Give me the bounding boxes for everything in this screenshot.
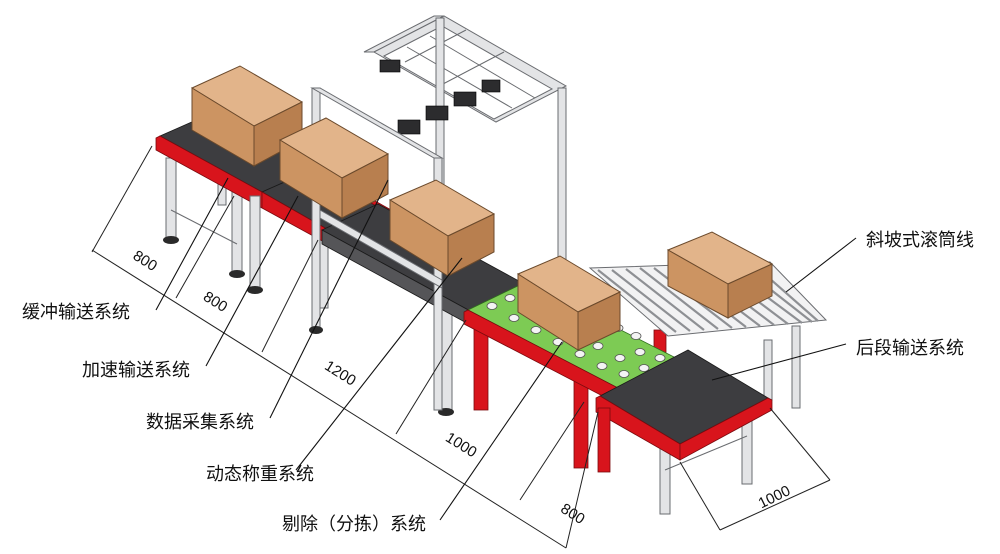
box-5 [666,231,774,319]
label-ramp-roller-line: 斜坡式滚筒线 [866,230,974,251]
data-acquisition-frame-front [309,87,444,411]
dimension-2: 800 [200,288,230,316]
data-acquisition-frame [363,15,568,299]
dimension-5: 800 [558,500,588,528]
label-dynamic-weighing: 动态称重系统 [206,464,314,485]
box-1 [190,65,304,167]
dimension-3: 1200 [321,357,358,389]
leader-lines [155,177,857,521]
box-4 [516,255,622,351]
dimension-1: 800 [130,247,160,275]
label-rear-conveyor: 后段输送系统 [856,338,964,359]
rear-conveyor [595,349,773,515]
camera-icon [379,59,501,135]
box-2 [278,117,390,219]
label-reject-sorting: 剔除（分拣）系统 [282,514,426,535]
dimension-4: 1000 [442,429,479,461]
label-acceleration-conveyor: 加速输送系统 [82,360,190,381]
dimension-lines [91,145,831,549]
label-buffer-conveyor: 缓冲输送系统 [22,302,130,323]
dimension-6: 1000 [756,482,793,512]
label-data-acquisition: 数据采集系统 [146,412,254,433]
